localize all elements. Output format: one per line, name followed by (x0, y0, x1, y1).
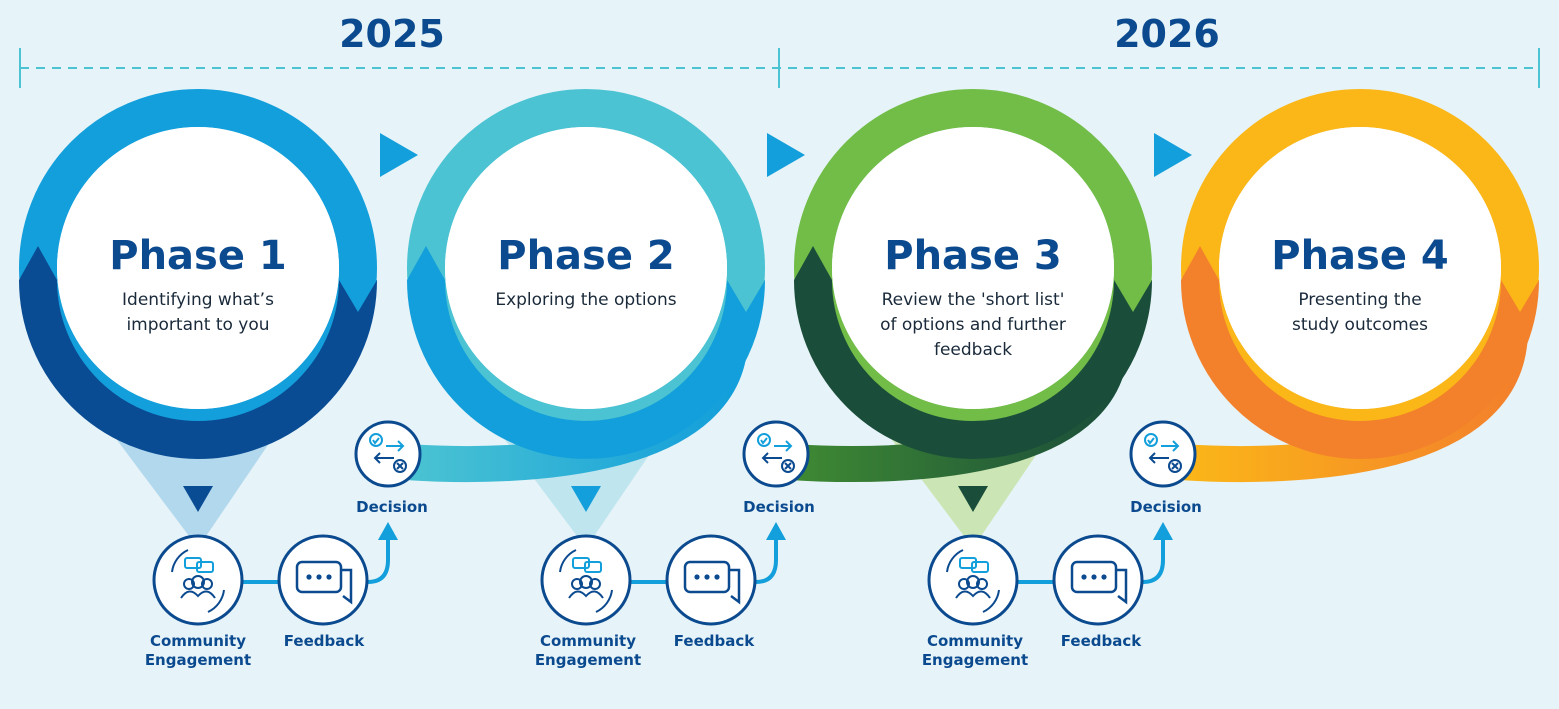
arrow-up-icon (1153, 522, 1173, 540)
phase-2-title: Phase 2 (497, 233, 675, 279)
phase-2-disc (445, 127, 727, 409)
phase-1-ring-bottom (19, 279, 377, 459)
people-icon (559, 549, 613, 613)
decision-icon (1129, 420, 1197, 488)
ring-arrow-up (19, 246, 57, 280)
community-engagement-icon (927, 534, 1019, 626)
phase-2-description: Exploring the options (495, 290, 677, 310)
phase-3-content: Phase 3 Review the 'short list' of optio… (833, 236, 1113, 363)
phase-2-ring-bottom (407, 279, 765, 459)
ring-arrow-down (339, 280, 377, 312)
decision-label: Decision (356, 498, 428, 516)
next-phase-triangle (1154, 133, 1192, 177)
step-connector-arrow (367, 538, 390, 584)
phase-3-ring-bottom (794, 279, 1152, 459)
step-connector-arrow (1142, 538, 1165, 584)
ring-arrow-down (727, 280, 765, 312)
people-icon (946, 549, 1000, 613)
step-connector-arrow (755, 538, 778, 584)
phase-4-title: Phase 4 (1271, 233, 1449, 279)
decision-label: Decision (1130, 498, 1202, 516)
decision-icon (742, 420, 810, 488)
community-engagement-label: Community Engagement (534, 632, 642, 669)
phase-1-content: Phase 1 Identifying what’s important to … (58, 236, 338, 338)
funnel-down-arrow (571, 486, 601, 512)
decision-icon (354, 420, 422, 488)
phase-3-title: Phase 3 (884, 233, 1062, 279)
arrow-up-icon (766, 522, 786, 540)
feedback-label: Feedback (283, 632, 365, 650)
phase-4-description: Presenting the study outcomes (1291, 290, 1429, 335)
phase-3-disc (832, 127, 1114, 409)
community-engagement-label: Community Engagement (144, 632, 252, 669)
phase-1-description: Identifying what’s important to you (122, 290, 274, 335)
phase-4-content: Phase 4 Presenting the study outcomes (1220, 236, 1500, 338)
next-phase-triangle (767, 133, 805, 177)
feedback-label: Feedback (673, 632, 755, 650)
swap-arrows-icon (757, 433, 795, 473)
year-label-2026: 2026 (1114, 12, 1220, 56)
funnel-down-arrow (183, 486, 213, 512)
chat-bubble-icon (1070, 560, 1128, 605)
year-label-2025: 2025 (339, 12, 445, 56)
swap-arrows-icon (1144, 433, 1182, 473)
ring-arrow-up (1181, 246, 1219, 280)
community-engagement-icon (540, 534, 632, 626)
feedback-label: Feedback (1060, 632, 1142, 650)
phase-3-description: Review the 'short list' of options and f… (880, 290, 1066, 360)
chat-bubble-icon (295, 560, 353, 605)
chat-bubble-icon (683, 560, 741, 605)
swap-arrows-icon (369, 433, 407, 473)
phase-2-content: Phase 2 Exploring the options (446, 236, 726, 313)
ring-arrow-up (794, 246, 832, 280)
funnel-down-arrow (958, 486, 988, 512)
ring-arrow-down (1501, 280, 1539, 312)
ring-arrow-down (1114, 280, 1152, 312)
phase-4-ring-bottom (1181, 279, 1539, 459)
community-engagement-label: Community Engagement (921, 632, 1029, 669)
community-engagement-icon (152, 534, 244, 626)
decision-label: Decision (743, 498, 815, 516)
phase-1-title: Phase 1 (109, 233, 287, 279)
ring-arrow-up (407, 246, 445, 280)
arrow-up-icon (378, 522, 398, 540)
next-phase-triangle (380, 133, 418, 177)
people-icon (171, 549, 225, 613)
phase-1-disc (57, 127, 339, 409)
phase-4-disc (1219, 127, 1501, 409)
